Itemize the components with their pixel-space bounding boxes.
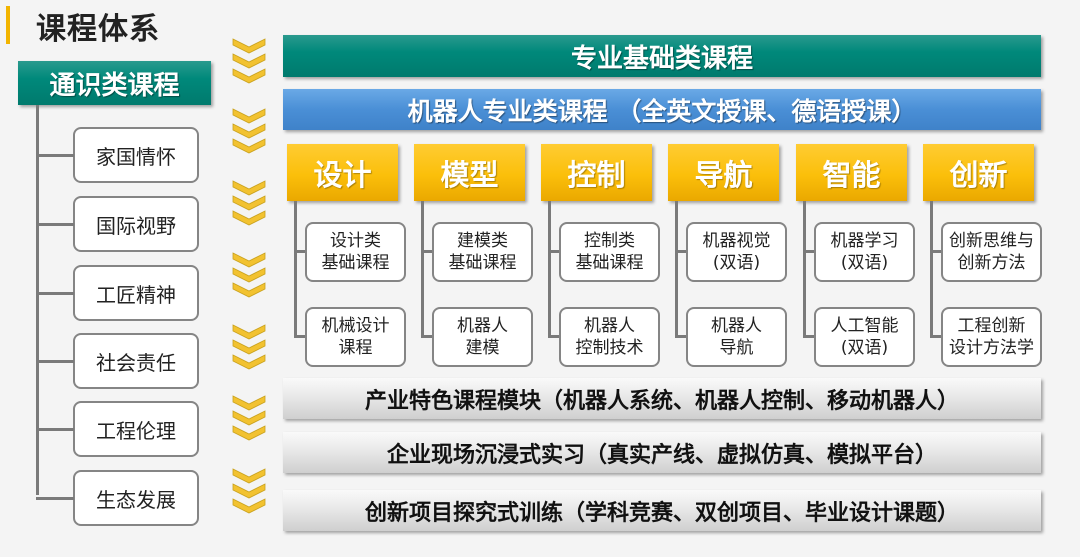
column-heading: 导航 [668, 144, 779, 201]
column-connector [930, 250, 942, 253]
course-box: 机械设计 课程 [305, 307, 406, 367]
course-box: 机器人 导航 [686, 307, 787, 367]
course-box: 建模类 基础课程 [432, 222, 533, 282]
innovation-training-bar: 创新项目探究式训练（学科竞赛、双创项目、毕业设计课题） [283, 490, 1041, 531]
course-box: 创新思维与 创新方法 [941, 222, 1042, 282]
column-connector [803, 335, 815, 338]
column-tree-line [294, 201, 297, 336]
course-box: 机器人 建模 [432, 307, 533, 367]
chevron-down-icon [232, 498, 266, 514]
column-heading: 设计 [287, 144, 398, 201]
tree-connector [36, 360, 74, 363]
column-heading: 控制 [541, 144, 652, 201]
chevron-down-icon [232, 138, 266, 154]
column-connector [803, 250, 815, 253]
tree-connector [36, 428, 74, 431]
robot-courses-bar: 机器人专业类课程 （全英文授课、德语授课） [283, 89, 1041, 130]
course-box: 控制类 基础课程 [559, 222, 660, 282]
chevron-down-icon [232, 282, 266, 298]
chevron-down-icon [232, 53, 266, 69]
column-connector [548, 250, 560, 253]
general-tree-line [36, 105, 39, 495]
title-accent-bar [6, 6, 10, 44]
chevron-down-icon [232, 395, 266, 411]
column-tree-line [803, 201, 806, 336]
page-title: 课程体系 [36, 12, 160, 47]
chevron-down-icon [232, 354, 266, 370]
basic-courses-bar: 专业基础类课程 [283, 35, 1041, 77]
chevron-down-icon [232, 210, 266, 226]
general-course-item: 生态发展 [73, 470, 199, 526]
column-heading: 智能 [796, 144, 907, 201]
course-box: 工程创新 设计方法学 [941, 307, 1042, 367]
column-connector [675, 335, 687, 338]
chevron-down-icon [232, 324, 266, 340]
column-heading: 模型 [414, 144, 525, 201]
column-connector [294, 250, 306, 253]
chevron-down-icon [232, 38, 266, 54]
column-heading: 创新 [923, 144, 1034, 201]
chevron-down-icon [232, 267, 266, 283]
chevron-down-icon [232, 468, 266, 484]
column-tree-line [675, 201, 678, 336]
general-course-item: 国际视野 [73, 196, 199, 252]
course-box: 机器视觉 (双语) [686, 222, 787, 282]
general-course-item: 工匠精神 [73, 265, 199, 321]
column-tree-line [548, 201, 551, 336]
column-tree-line [421, 201, 424, 336]
course-box: 机器学习 (双语) [814, 222, 915, 282]
column-tree-line [930, 201, 933, 336]
internship-bar: 企业现场沉浸式实习（真实产线、虚拟仿真、模拟平台） [283, 432, 1041, 473]
column-connector [421, 335, 433, 338]
tree-connector [36, 497, 74, 500]
tree-connector [36, 223, 74, 226]
chevron-down-icon [232, 123, 266, 139]
column-connector [294, 335, 306, 338]
chevron-down-icon [232, 425, 266, 441]
course-box: 机器人 控制技术 [559, 307, 660, 367]
course-box: 人工智能 (双语) [814, 307, 915, 367]
chevron-down-icon [232, 339, 266, 355]
chevron-down-icon [232, 68, 266, 84]
chevron-down-icon [232, 252, 266, 268]
tree-connector [36, 292, 74, 295]
general-course-item: 社会责任 [73, 333, 199, 389]
column-connector [675, 250, 687, 253]
chevron-down-icon [232, 195, 266, 211]
chevron-down-icon [232, 180, 266, 196]
chevron-down-icon [232, 483, 266, 499]
tree-connector [36, 154, 74, 157]
column-connector [930, 335, 942, 338]
chevron-down-icon [232, 410, 266, 426]
course-box: 设计类 基础课程 [305, 222, 406, 282]
chevron-down-icon [232, 108, 266, 124]
general-course-item: 家国情怀 [73, 127, 199, 183]
column-connector [548, 335, 560, 338]
general-course-item: 工程伦理 [73, 401, 199, 457]
general-courses-heading: 通识类课程 [18, 61, 211, 105]
industry-module-bar: 产业特色课程模块（机器人系统、机器人控制、移动机器人） [283, 378, 1041, 419]
column-connector [421, 250, 433, 253]
